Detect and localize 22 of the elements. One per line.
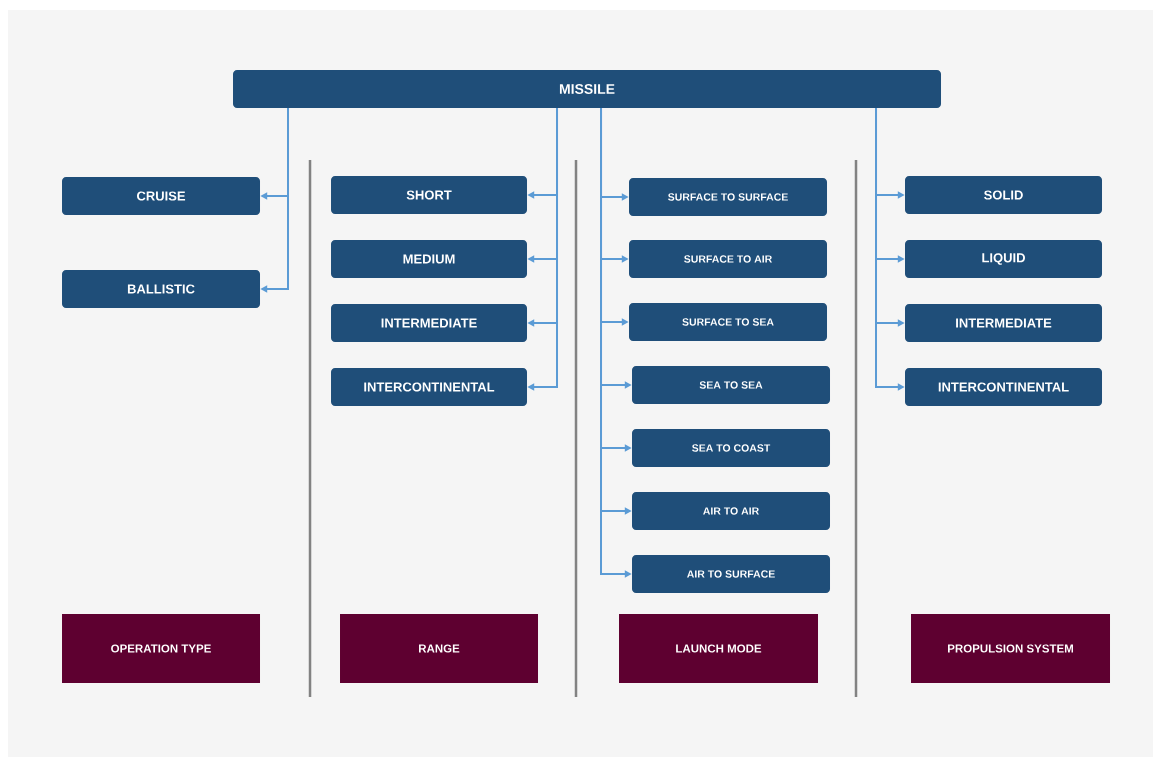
- category-box: SHORT: [331, 176, 527, 214]
- category-box: SEA TO COAST: [632, 429, 830, 467]
- category-box: INTERMEDIATE: [331, 304, 527, 342]
- category-box: AIR TO SURFACE: [632, 555, 830, 593]
- category-box: MEDIUM: [331, 240, 527, 278]
- category-box: SURFACE TO SEA: [629, 303, 827, 341]
- category-box: SEA TO SEA: [632, 366, 830, 404]
- category-box: SURFACE TO SURFACE: [629, 178, 827, 216]
- category-box: CRUISE: [62, 177, 260, 215]
- category-box: AIR TO AIR: [632, 492, 830, 530]
- category-box: INTERMEDIATE: [905, 304, 1102, 342]
- section-label-box: PROPULSION SYSTEM: [911, 614, 1110, 683]
- category-box: LIQUID: [905, 240, 1102, 278]
- category-box: INTERCONTINENTAL: [905, 368, 1102, 406]
- section-label-box: OPERATION TYPE: [62, 614, 260, 683]
- section-label-box: LAUNCH MODE: [619, 614, 818, 683]
- category-box: BALLISTIC: [62, 270, 260, 308]
- category-box: SOLID: [905, 176, 1102, 214]
- section-label-box: RANGE: [340, 614, 538, 683]
- category-box: SURFACE TO AIR: [629, 240, 827, 278]
- root-box: MISSILE: [233, 70, 941, 108]
- category-box: INTERCONTINENTAL: [331, 368, 527, 406]
